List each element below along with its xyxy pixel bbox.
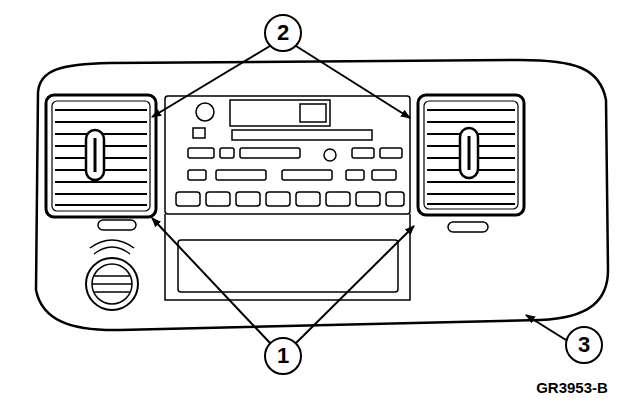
callout-leaders <box>152 15 602 374</box>
radio-unit <box>165 96 410 214</box>
callout-number: 1 <box>277 345 289 367</box>
callout-number: 2 <box>277 22 289 44</box>
right-slot <box>448 222 488 232</box>
figure-code: GR3953-B <box>536 380 608 395</box>
left-air-vent <box>46 95 156 217</box>
right-air-vent <box>418 95 524 215</box>
callout-number: 3 <box>578 334 590 356</box>
bezel-outline <box>36 60 608 330</box>
left-controls <box>86 220 138 310</box>
storage-pocket <box>165 214 410 300</box>
